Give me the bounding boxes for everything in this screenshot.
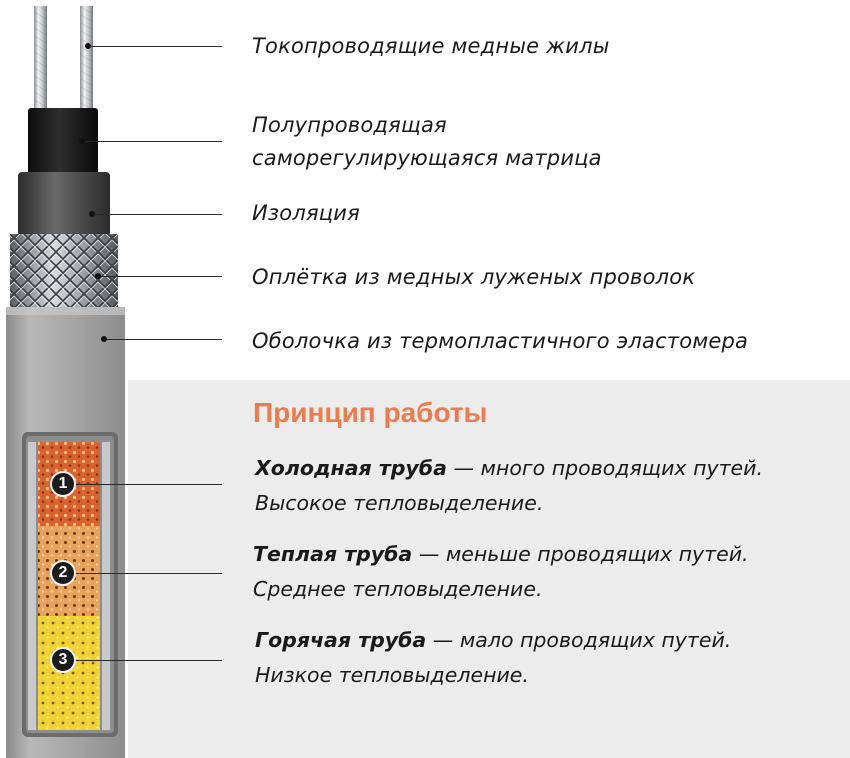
leader-dot-braid	[95, 273, 101, 279]
zone-3-effect: Низкое тепловыделение.	[255, 663, 529, 687]
zone-3-desc: мало проводящих путей.	[459, 628, 732, 652]
zone-1-name: Холодная труба	[255, 456, 447, 480]
leader-line-cores	[88, 46, 222, 48]
leader-line-zone-3	[66, 660, 222, 662]
label-matrix-line1: Полупроводящая	[252, 113, 447, 137]
label-braid: Оплётка из медных луженых проволок	[252, 265, 696, 289]
principle-title: Принцип работы	[253, 397, 488, 428]
zone-1-desc: много проводящих путей.	[480, 456, 764, 480]
principle-panel	[128, 380, 850, 758]
zone-3-badge: 3	[50, 647, 76, 673]
zone-1-effect: Высокое тепловыделение.	[255, 491, 544, 515]
zone-3-dash: —	[426, 628, 460, 652]
zone-2-badge: 2	[50, 560, 76, 586]
zone-1-badge: 1	[50, 471, 76, 497]
zone-2-name: Теплая труба	[253, 542, 413, 566]
leader-line-zone-2	[66, 573, 222, 575]
leader-line-sheath	[104, 339, 222, 341]
leader-line-insulation	[92, 214, 222, 216]
leader-dot-cores	[85, 43, 91, 49]
zone-1-line1: Холодная труба — много проводящих путей.	[255, 452, 763, 485]
matrix-layer	[28, 108, 98, 178]
zone-2-line1: Теплая труба — меньше проводящих путей.	[253, 538, 749, 571]
zone-2-effect: Среднее тепловыделение.	[253, 577, 543, 601]
leader-dot-sheath	[101, 336, 107, 342]
label-cores: Токопроводящие медные жилы	[252, 34, 610, 58]
leader-line-zone-1	[66, 484, 222, 486]
label-sheath: Оболочка из термопластичного эластомера	[252, 329, 749, 353]
zone-3-name: Горячая труба	[255, 628, 427, 652]
leader-line-matrix	[82, 141, 222, 143]
leader-dot-matrix	[79, 138, 85, 144]
leader-line-braid	[98, 276, 222, 278]
zone-3-line1: Горячая труба — мало проводящих путей.	[255, 624, 731, 657]
zone-1-dash: —	[446, 456, 481, 480]
label-insulation: Изоляция	[252, 201, 360, 225]
label-matrix-line2: саморегулирующаяся матрица	[252, 146, 602, 170]
zone-2-dash: —	[412, 542, 446, 566]
insulation-layer	[18, 172, 110, 236]
leader-dot-insulation	[89, 211, 95, 217]
zone-2-desc: меньше проводящих путей.	[445, 542, 749, 566]
